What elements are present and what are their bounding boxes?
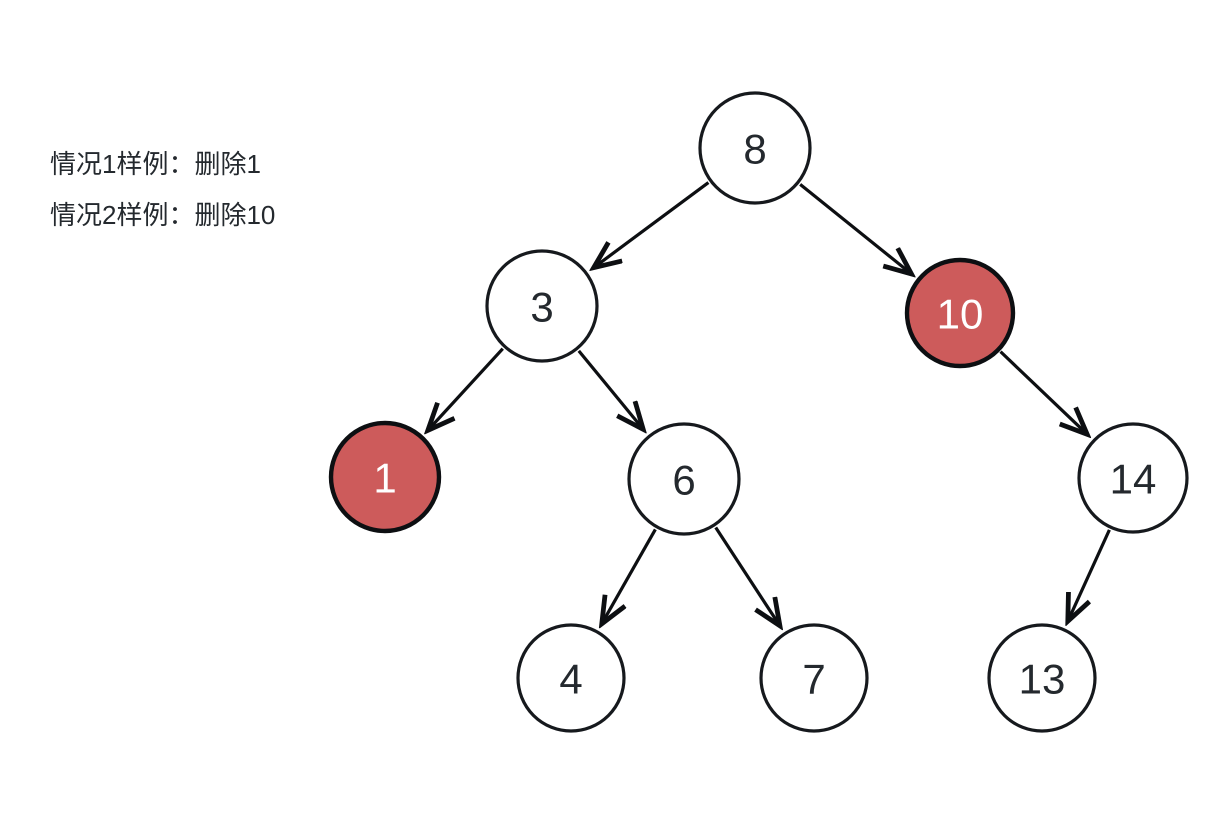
caption-case-2: 情况2样例：删除10 xyxy=(50,200,275,230)
node-circle[interactable] xyxy=(698,91,812,205)
node-circle[interactable] xyxy=(516,623,626,733)
tree-edge-e8-10 xyxy=(799,183,911,273)
tree-node-8[interactable]: 8 xyxy=(698,91,812,205)
node-label: 10 xyxy=(937,291,984,338)
tree-node-7[interactable]: 7 xyxy=(759,623,869,733)
node-label: 7 xyxy=(802,656,825,703)
tree-edge-e8-3 xyxy=(594,181,710,268)
node-circle[interactable] xyxy=(759,623,869,733)
tree-node-14[interactable]: 14 xyxy=(1077,422,1189,534)
tree-edge-e14-13 xyxy=(1068,529,1111,621)
tree-node-6[interactable]: 6 xyxy=(627,422,741,536)
tree-node-13[interactable]: 13 xyxy=(987,623,1097,733)
node-label: 1 xyxy=(373,455,396,502)
node-circle-highlighted[interactable] xyxy=(328,420,442,534)
node-circle[interactable] xyxy=(1077,422,1189,534)
tree-node-3[interactable]: 3 xyxy=(485,249,599,363)
caption-case-1: 情况1样例：删除1 xyxy=(50,149,261,179)
node-label: 3 xyxy=(530,284,553,331)
tree-edge-e3-1 xyxy=(428,347,504,430)
tree-edge-e10-14 xyxy=(999,350,1087,434)
node-circle[interactable] xyxy=(627,422,741,536)
node-label: 14 xyxy=(1110,456,1157,503)
node-label: 13 xyxy=(1019,656,1066,703)
tree-node-10[interactable]: 10 xyxy=(904,257,1016,369)
tree-edge-e3-6 xyxy=(577,349,643,429)
node-label: 4 xyxy=(559,656,582,703)
node-label: 8 xyxy=(743,126,766,173)
tree-edge-e6-4 xyxy=(602,528,657,623)
node-circle[interactable] xyxy=(485,249,599,363)
edge-layer xyxy=(428,181,1111,626)
node-circle[interactable] xyxy=(987,623,1097,733)
tree-node-1[interactable]: 1 xyxy=(328,420,442,534)
caption-layer: 情况1样例：删除1 情况2样例：删除10 xyxy=(50,149,275,230)
node-circle-highlighted[interactable] xyxy=(904,257,1016,369)
node-layer: 8 3 10 1 6 14 4 7 13 xyxy=(328,91,1189,733)
tree-node-4[interactable]: 4 xyxy=(516,623,626,733)
node-label: 6 xyxy=(672,457,695,504)
tree-edge-e6-7 xyxy=(714,526,780,626)
